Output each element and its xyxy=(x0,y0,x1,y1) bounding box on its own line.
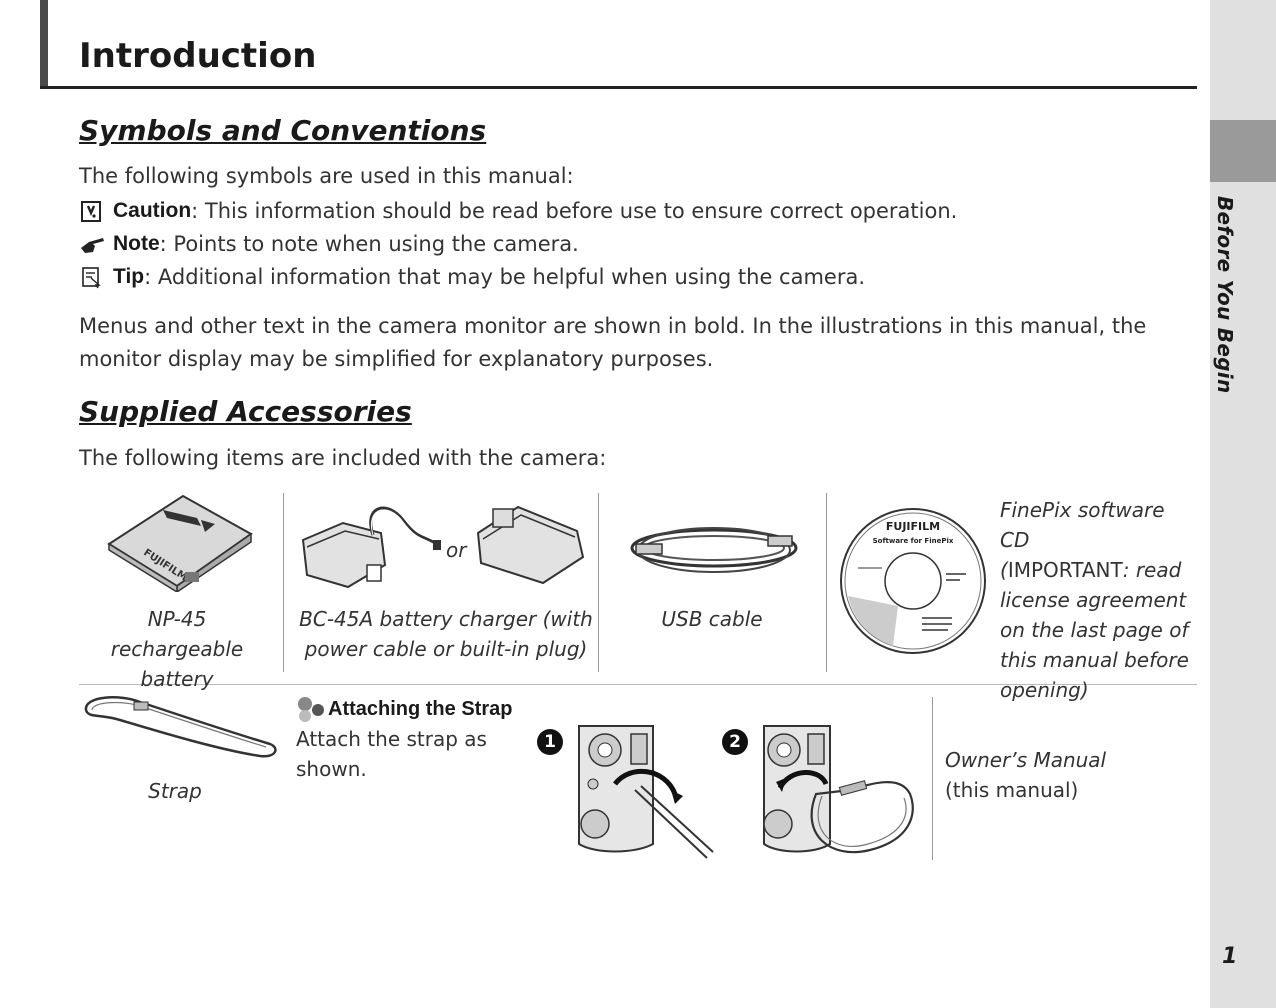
battery-caption-line-2: battery xyxy=(140,667,214,691)
note-row: Note: Points to note when using the came… xyxy=(79,227,579,260)
accessories-intro: The following items are included with th… xyxy=(79,446,607,470)
tip-label: Tip xyxy=(113,264,145,288)
cd-caption-line-5: this manual before xyxy=(1000,648,1189,672)
caution-label: Caution xyxy=(113,198,192,222)
conventions-paragraph: Menus and other text in the camera monit… xyxy=(79,310,1199,376)
divider xyxy=(598,493,599,672)
charger-caption: BC-45A battery charger (with power cable… xyxy=(290,604,602,664)
attach-text-line-2: shown. xyxy=(296,757,367,781)
cd-brand-text: FUJIFILM xyxy=(886,520,940,533)
strap-illustration xyxy=(80,692,284,762)
page-title: Introduction xyxy=(79,36,317,76)
cd-caption-line-6: opening) xyxy=(1000,678,1089,702)
cd-sub-text: Software for FinePix xyxy=(873,537,954,545)
charger-or-text: or xyxy=(446,538,468,562)
side-label-text: Before You Begin xyxy=(1213,196,1237,394)
tip-row: Tip: Additional information that may be … xyxy=(79,260,865,293)
cd-caption-line-1: FinePix software CD xyxy=(1000,498,1165,552)
conventions-line-1: Menus and other text in the camera monit… xyxy=(79,314,1147,338)
note-text: : Points to note when using the camera. xyxy=(159,231,579,256)
divider xyxy=(283,493,284,672)
caution-text: : This information should be read before… xyxy=(191,198,958,223)
attach-heading-row: Attaching the Strap xyxy=(296,696,512,722)
side-section-label: Before You Begin xyxy=(1213,196,1245,396)
cd-caption-line-3: license agreement xyxy=(1000,588,1187,612)
divider xyxy=(932,697,933,860)
cd-caption-read: : read xyxy=(1122,558,1182,582)
tip-bubbles-icon xyxy=(296,696,324,722)
cd-caption-paren: ( xyxy=(1000,558,1008,582)
battery-illustration: FUJIFILM xyxy=(105,492,255,594)
tip-text: : Additional information that may be hel… xyxy=(144,264,866,289)
manual-caption: Owner’s Manual (this manual) xyxy=(945,745,1195,805)
accessories-heading: Supplied Accessories xyxy=(79,395,412,428)
cd-caption-important: IMPORTANT xyxy=(1007,558,1123,582)
charger-illustration: or xyxy=(293,495,593,595)
attach-text: Attach the strap as shown. xyxy=(296,724,487,784)
pointing-hand-icon xyxy=(79,232,107,256)
caution-icon xyxy=(79,199,103,223)
symbols-heading: Symbols and Conventions xyxy=(79,114,487,147)
cd-caption-line-4: on the last page of xyxy=(1000,618,1189,642)
strap-step-1-illustration xyxy=(575,724,715,862)
attach-text-line-1: Attach the strap as xyxy=(296,727,487,751)
usb-caption: USB cable xyxy=(661,607,763,631)
side-tab-marker xyxy=(1210,120,1276,182)
software-cd-illustration: FUJIFILM Software for FinePix xyxy=(838,506,988,656)
conventions-line-2: monitor display may be simplified for ex… xyxy=(79,347,714,371)
step-2-badge: 2 xyxy=(722,729,748,755)
strap-caption: Strap xyxy=(148,779,202,803)
battery-caption: NP-45 rechargeable battery xyxy=(79,604,275,694)
tip-icon xyxy=(79,265,103,289)
usb-cable-illustration xyxy=(628,518,800,578)
header-rule xyxy=(40,86,1197,89)
note-label: Note xyxy=(113,231,160,255)
step-1-badge: 1 xyxy=(537,729,563,755)
strap-step-2-illustration xyxy=(760,724,920,862)
caution-row: Caution: This information should be read… xyxy=(79,194,957,227)
battery-caption-line-1: NP-45 rechargeable xyxy=(110,607,244,661)
charger-caption-line-1: BC-45A battery charger (with xyxy=(299,607,593,631)
header-bar xyxy=(40,0,48,88)
divider xyxy=(826,493,827,672)
charger-caption-line-2: power cable or built-in plug) xyxy=(304,637,588,661)
page-number: 1 xyxy=(1222,944,1238,969)
symbols-intro: The following symbols are used in this m… xyxy=(79,164,574,188)
row-divider xyxy=(79,684,1197,685)
attach-heading: Attaching the Strap xyxy=(328,697,513,720)
cd-caption-line-2: (IMPORTANT: read xyxy=(1000,555,1200,585)
manual-caption-line-1: Owner’s Manual xyxy=(945,748,1107,772)
manual-caption-line-2: (this manual) xyxy=(945,778,1079,802)
cd-caption: FinePix software CD (IMPORTANT: read lic… xyxy=(1000,495,1200,705)
